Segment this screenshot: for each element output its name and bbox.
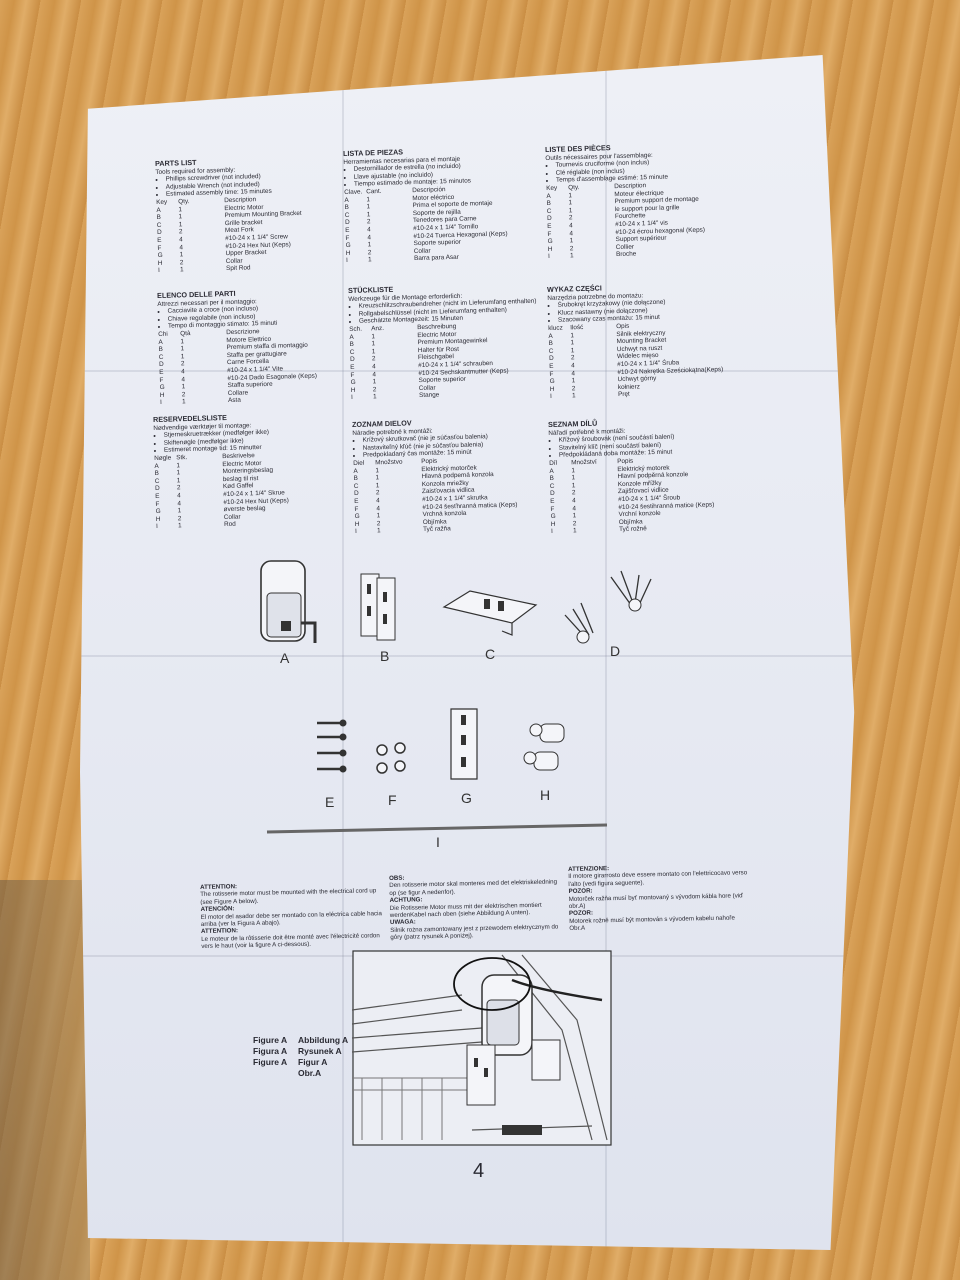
figure-caption-row: Obr.A [253,1068,348,1079]
mounting-bracket-drawing [360,573,396,641]
table-cell: I [155,523,158,531]
warning-block-left: ATTENTION: The rotisserie motor must be … [200,880,386,951]
grille-bracket-drawing [442,590,538,636]
figure-a-captions: Figure A Abbildung A Figura A Rysunek A Fi… [253,1035,348,1079]
table-cell: I [350,394,353,402]
figure-caption: Abbildung A [298,1035,349,1045]
table-cell: 1 [569,252,574,260]
part-label-f: F [388,792,397,808]
table-cell: I [159,399,162,407]
figure-caption-row: Figura A Rysunek A [253,1046,348,1057]
meat-fork-drawing [564,570,652,644]
part-label-b: B [380,648,390,664]
fold-line-vertical [342,55,344,1250]
table-cell: I [550,528,553,536]
collar-drawing [523,723,565,771]
part-label-g: G [461,790,472,806]
figure-a-drawing [352,950,612,1146]
table-cell: I [547,253,550,261]
table-cell: 1 [372,393,377,401]
page-number: 4 [473,1160,485,1182]
part-label-i: I [436,834,440,850]
fold-line-vertical [605,55,607,1250]
spit-rod-drawing [266,823,608,834]
part-label-d: D [610,643,621,659]
figure-caption [253,1068,298,1079]
part-label-c: C [485,646,496,662]
dark-floor-patch [0,880,90,1280]
table-cell: 1 [181,398,186,406]
upper-bracket-drawing [450,708,478,780]
warning-block-middle: OBS: Den rotisserie motor skal monteres … [389,871,565,942]
figure-caption: Rysunek A [298,1046,342,1056]
hex-nuts-drawing [376,742,406,774]
table-cell: 1 [572,527,577,535]
figure-caption: Figure A [253,1057,288,1067]
figure-caption: Figure A [253,1035,288,1045]
screws-drawing [317,719,347,773]
figure-caption-row: Figure A Figur A [253,1057,348,1068]
part-label-a: A [280,650,290,666]
fold-line-horizontal [80,370,855,372]
part-label-h: H [540,787,551,803]
table-cell: I [549,393,552,401]
table-cell: 1 [179,266,184,274]
table-cell: I [345,257,348,265]
figure-caption: Figura A [253,1046,288,1056]
electric-motor-drawing [260,560,317,643]
table-cell: I [157,267,160,275]
figure-caption-row: Figure A Abbildung A [253,1035,348,1046]
table-cell: 1 [571,392,576,400]
table-cell: 1 [367,256,372,264]
table-cell: 1 [177,522,182,530]
table-cell: I [354,528,357,536]
warning-block-right: ATTENZIONE: Il motore girarrosto deve es… [568,862,749,932]
figure-caption: Figur A [298,1057,328,1067]
table-cell: 1 [376,527,381,535]
fold-line-horizontal [80,655,855,657]
part-label-e: E [325,794,335,810]
figure-caption: Obr.A [298,1068,322,1078]
